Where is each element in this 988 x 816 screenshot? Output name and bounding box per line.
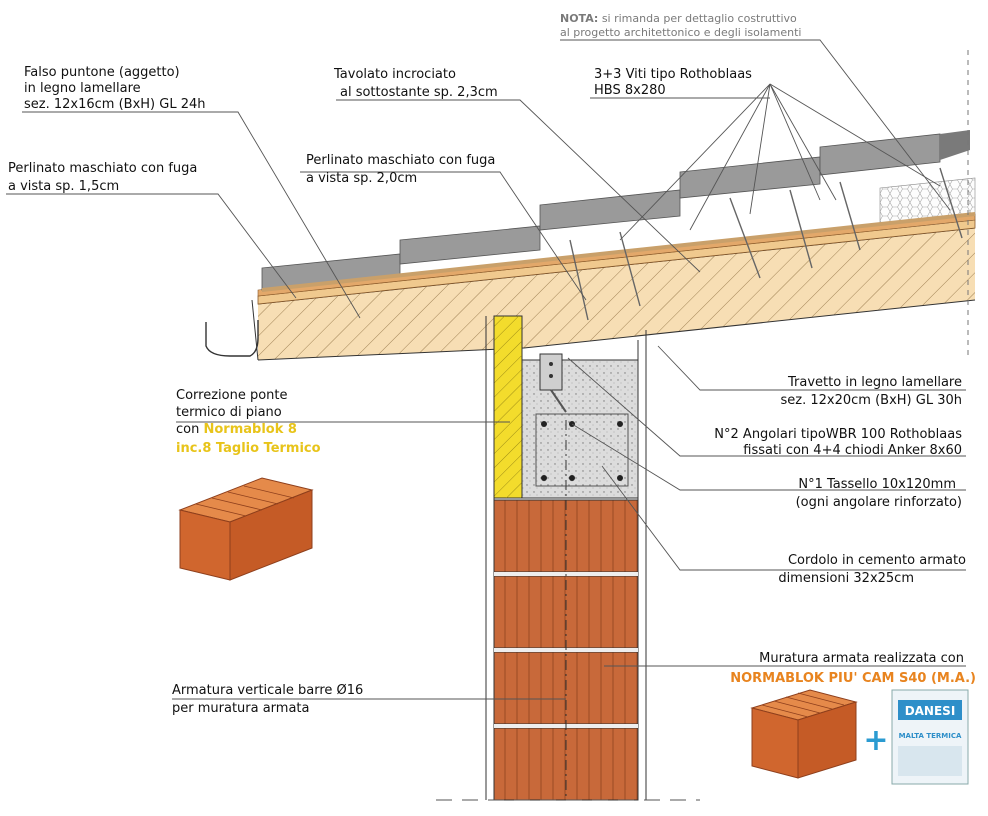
label-tassello-line2: (ogni angolare rinforzato) bbox=[796, 495, 962, 510]
roof-tiles bbox=[261, 133, 941, 291]
angle-bracket bbox=[539, 353, 567, 413]
label-angolari-line2: fissati con 4+4 chiodi Anker 8x60 bbox=[743, 443, 962, 458]
label-cordolo: Cordolo in cemento armato dimensioni 32x… bbox=[778, 553, 966, 586]
label-perlinato-20: Perlinato maschiato con fuga a vista sp.… bbox=[306, 153, 495, 186]
rebar-dots bbox=[541, 421, 623, 481]
bag-brand: DANESI bbox=[905, 704, 956, 718]
label-viti: 3+3 Viti tipo Rothoblaas HBS 8x280 bbox=[594, 67, 752, 98]
label-viti-line1: 3+3 Viti tipo Rothoblaas bbox=[594, 67, 752, 82]
label-correzione-line2: termico di piano bbox=[176, 405, 282, 420]
roof-section bbox=[205, 50, 976, 361]
gutter bbox=[205, 320, 259, 357]
label-perlinato-15-line2: a vista sp. 1,5cm bbox=[8, 179, 119, 194]
label-travetto: Travetto in legno lamellare sez. 12x20cm… bbox=[781, 375, 962, 408]
label-correzione: Correzione ponte termico di piano con No… bbox=[176, 388, 321, 456]
bag-product: MALTA TERMICA bbox=[899, 732, 962, 740]
label-correzione-line4: inc.8 Taglio Termico bbox=[176, 441, 321, 456]
label-cordolo-line1: Cordolo in cemento armato bbox=[788, 553, 966, 568]
plus-sign: + bbox=[863, 723, 888, 758]
label-muratura-line2: NORMABLOK PIU' CAM S40 (M.A.) bbox=[730, 671, 976, 686]
label-falso-puntone-line2: in legno lamellare bbox=[24, 81, 141, 96]
label-falso-puntone-line1: Falso puntone (aggetto) bbox=[24, 65, 180, 80]
label-travetto-line1: Travetto in legno lamellare bbox=[787, 375, 962, 390]
leader-lines bbox=[6, 39, 966, 700]
note-prefix: NOTA: bbox=[560, 12, 598, 25]
label-perlinato-15-line1: Perlinato maschiato con fuga bbox=[8, 161, 197, 176]
label-armatura-line1: Armatura verticale barre Ø16 bbox=[172, 683, 363, 698]
label-cordolo-line2: dimensioni 32x25cm bbox=[778, 571, 914, 586]
note-line-2: al progetto architettonico e degli isola… bbox=[560, 26, 801, 39]
note-line-1: si rimanda per dettaglio costruttivo bbox=[598, 12, 797, 25]
label-tavolato-line2: al sottostante sp. 2,3cm bbox=[340, 85, 498, 100]
wall-section bbox=[436, 315, 700, 801]
note-text: NOTA: si rimanda per dettaglio costrutti… bbox=[560, 12, 797, 25]
label-tavolato: Tavolato incrociato al sottostante sp. 2… bbox=[333, 67, 498, 100]
label-angolari-line1: N°2 Angolari tipoWBR 100 Rothoblaas bbox=[714, 427, 962, 442]
label-travetto-line2: sez. 12x20cm (BxH) GL 30h bbox=[781, 393, 962, 408]
label-perlinato-20-line1: Perlinato maschiato con fuga bbox=[306, 153, 495, 168]
label-perlinato-20-line2: a vista sp. 2,0cm bbox=[306, 171, 417, 186]
normablok8-block-image bbox=[178, 477, 314, 581]
label-muratura-line1: Muratura armata realizzata con bbox=[759, 651, 964, 666]
label-tavolato-line1: Tavolato incrociato bbox=[333, 67, 456, 82]
label-viti-line2: HBS 8x280 bbox=[594, 83, 666, 98]
screws bbox=[569, 167, 963, 321]
label-correzione-con: con bbox=[176, 422, 203, 437]
svg-text:con Normablok 8: con Normablok 8 bbox=[176, 422, 297, 437]
label-armatura: Armatura verticale barre Ø16 per muratur… bbox=[172, 683, 363, 716]
label-tassello: N°1 Tassello 10x120mm (ogni angolare rin… bbox=[796, 477, 962, 510]
label-angolari: N°2 Angolari tipoWBR 100 Rothoblaas fiss… bbox=[714, 427, 962, 458]
label-correzione-product: Normablok 8 bbox=[203, 422, 296, 437]
label-muratura: Muratura armata realizzata con NORMABLOK… bbox=[730, 651, 976, 686]
danesi-mortar-bag-image: DANESI MALTA TERMICA bbox=[891, 689, 969, 785]
label-tassello-line1: N°1 Tassello 10x120mm bbox=[798, 477, 956, 492]
normablok-piu-block-image bbox=[750, 689, 858, 779]
label-falso-puntone: Falso puntone (aggetto) in legno lamella… bbox=[24, 65, 205, 112]
label-armatura-line2: per muratura armata bbox=[172, 701, 310, 716]
label-perlinato-15: Perlinato maschiato con fuga a vista sp.… bbox=[8, 161, 197, 194]
label-correzione-line1: Correzione ponte bbox=[176, 388, 288, 403]
label-falso-puntone-line3: sez. 12x16cm (BxH) GL 24h bbox=[24, 97, 205, 112]
